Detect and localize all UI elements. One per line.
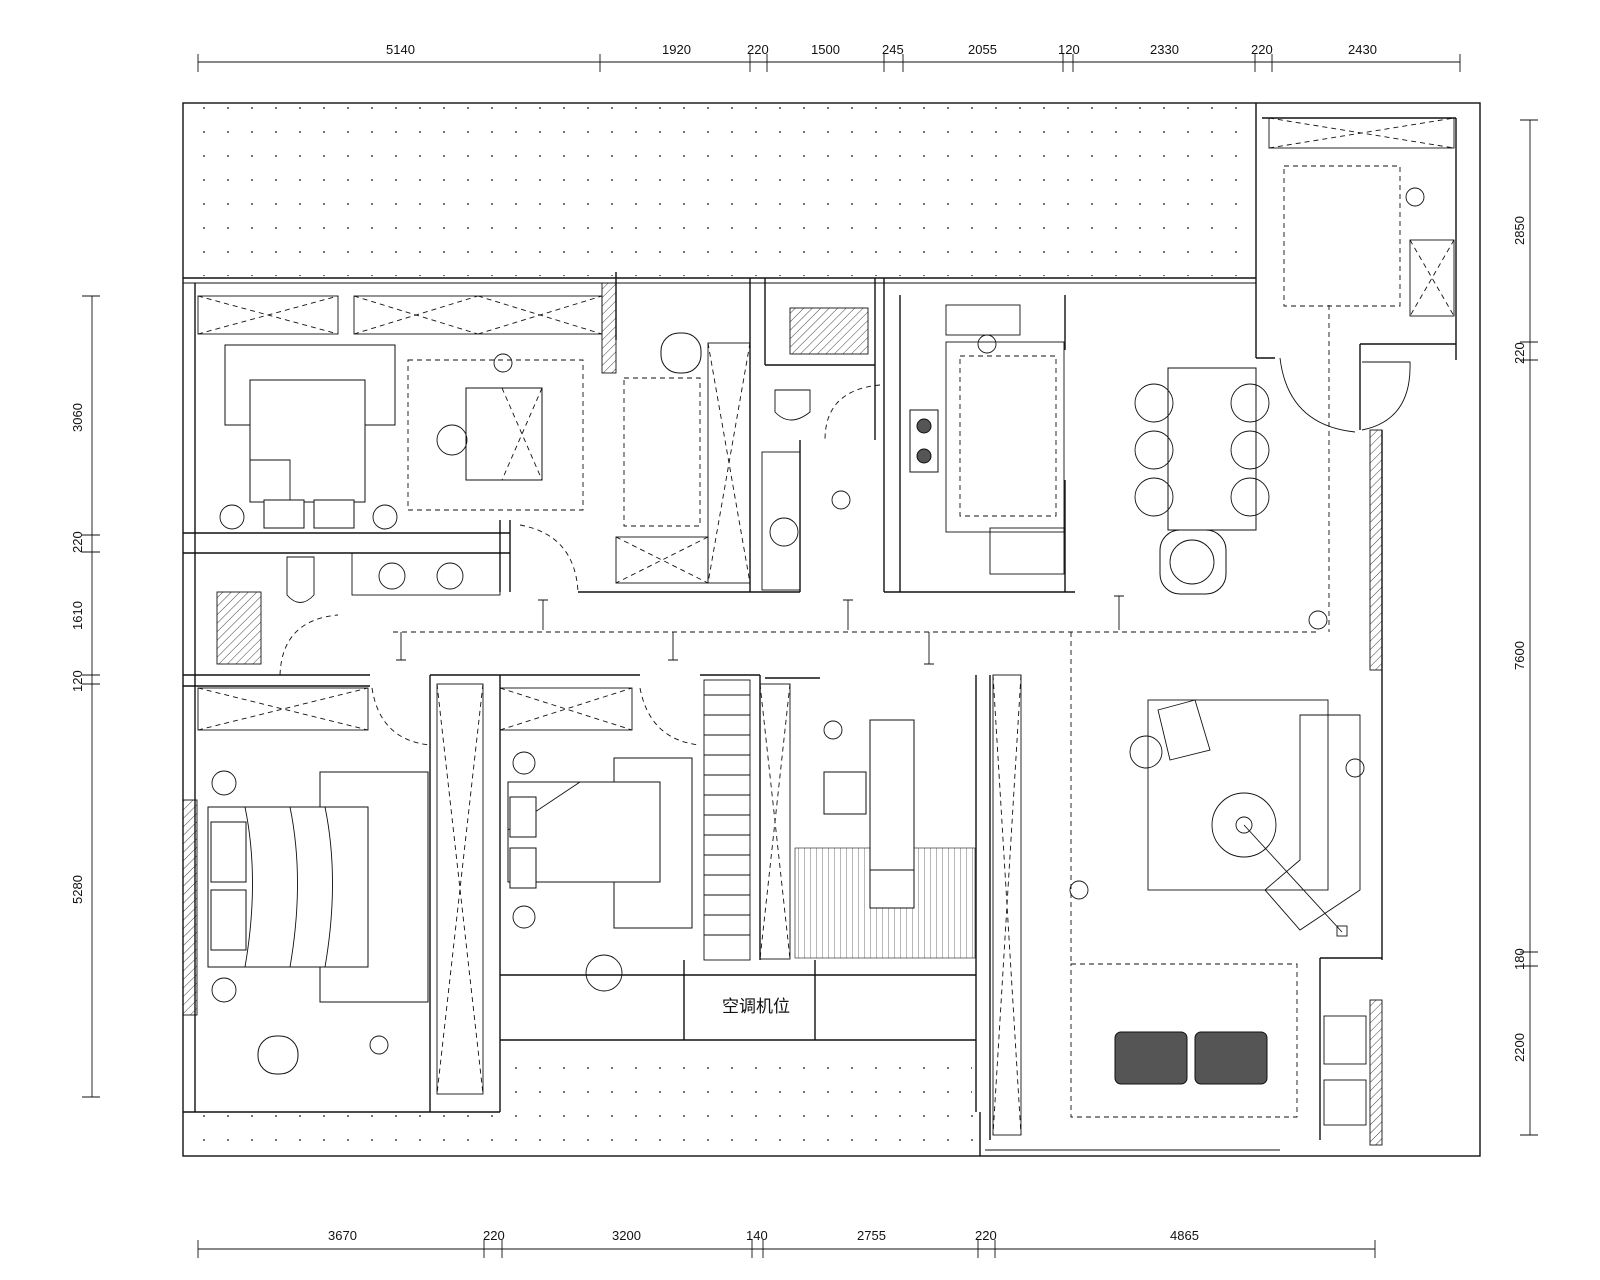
dim-left-3: 1610 [70,601,85,630]
dim-left-1: 3060 [70,403,85,432]
dim-top-7: 120 [1058,42,1080,57]
dim-top-9: 220 [1251,42,1273,57]
dim-right-3: 7600 [1512,641,1527,670]
dim-bottom-2: 220 [483,1228,505,1243]
bottom-dimension-line: 3670 220 3200 140 2755 220 4865 [197,1228,1376,1258]
bathroom-fixtures [216,307,869,665]
top-balcony [183,106,1256,284]
master-bed [219,344,398,530]
dim-bottom-4: 140 [746,1228,768,1243]
dim-left-4: 120 [70,670,85,692]
right-dimension-line: 2850 220 7600 180 2200 [1512,119,1538,1136]
dim-bottom-5: 2755 [857,1228,886,1243]
ceiling-lights [396,595,1124,665]
top-dimension-line: 5140 1920 220 1500 245 2055 120 2330 220… [197,42,1461,72]
dim-top-1: 5140 [386,42,415,57]
dim-top-10: 2430 [1348,42,1377,57]
bottom-balcony [183,1050,1280,1156]
people [369,187,1425,1055]
kitchen [909,304,1065,575]
dim-bottom-7: 4865 [1170,1228,1199,1243]
dim-left-5: 5280 [70,875,85,904]
study-desk [257,332,702,1075]
dim-top-4: 1500 [811,42,840,57]
doors [279,357,1411,746]
dim-bottom-3: 3200 [612,1228,641,1243]
exterior-walls [182,102,1481,1157]
third-bed [507,751,693,992]
dim-right-1: 2850 [1512,216,1527,245]
cabinets [197,117,1455,1136]
rug-areas [393,165,1401,1118]
dim-bottom-1: 3670 [328,1228,357,1243]
dim-top-5: 245 [882,42,904,57]
living-room [1114,699,1361,1085]
dining-table [1134,367,1270,595]
ac-unit-label: 空调机位 [722,997,790,1017]
dim-top-6: 2055 [968,42,997,57]
dim-right-4: 180 [1512,948,1527,970]
dim-right-5: 2200 [1512,1033,1527,1062]
ac-unit-area: 空调机位 [722,997,790,1017]
second-bed [207,770,429,1003]
dim-top-2: 1920 [662,42,691,57]
dim-bottom-6: 220 [975,1228,997,1243]
left-dimension-line: 3060 220 1610 120 5280 [70,295,100,1098]
dim-right-2: 220 [1512,342,1527,364]
dim-top-3: 220 [747,42,769,57]
utility [1323,1015,1367,1126]
study-room [703,679,976,961]
dim-left-2: 220 [70,531,85,553]
dim-top-8: 2330 [1150,42,1179,57]
